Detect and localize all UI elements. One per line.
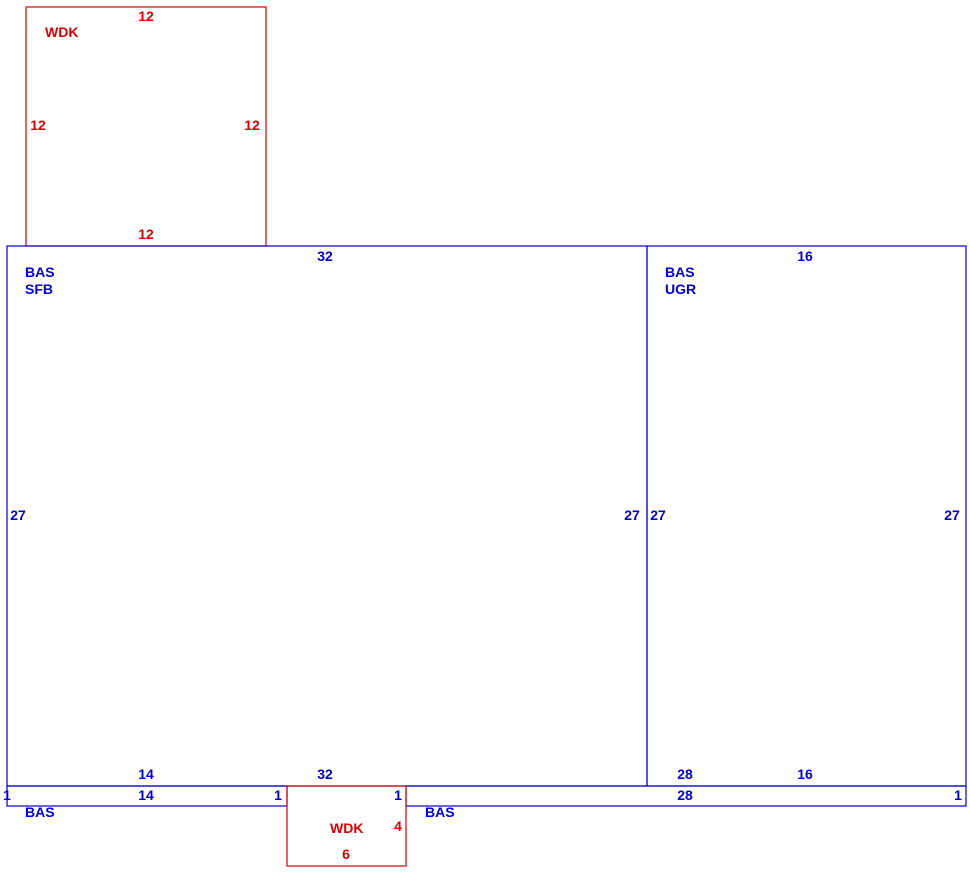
bas-strip-right-dim-left: 1 — [394, 787, 402, 803]
bas-sfb-area: BAS SFB 32 27 27 14 32 — [6, 245, 648, 787]
wdk-top-dim-right: 12 — [244, 117, 260, 133]
wdk-top-area: WDK 12 12 12 12 — [25, 6, 267, 247]
bas-ugr-outline — [646, 245, 967, 787]
bas-ugr-dim-bottom-a: 28 — [677, 766, 693, 782]
bas-ugr-dim-right: 27 — [944, 507, 960, 523]
bas-strip-right-dim-top: 28 — [677, 787, 693, 803]
wdk-top-dim-top: 12 — [138, 8, 154, 24]
bas-ugr-dim-top: 16 — [797, 248, 813, 264]
bas-strip-left-dim-left: 1 — [3, 787, 11, 803]
bas-strip-left-dim-right: 1 — [274, 787, 282, 803]
bas-strip-left-area: BAS 1 14 1 — [3, 785, 288, 820]
bas-sfb-sub: SFB — [25, 281, 53, 297]
bas-strip-left-code: BAS — [25, 804, 55, 820]
bas-ugr-sub: UGR — [665, 281, 696, 297]
bas-strip-right-dim-right: 1 — [954, 787, 962, 803]
bas-strip-left-dim-top: 14 — [138, 787, 154, 803]
bas-ugr-code: BAS — [665, 264, 695, 280]
wdk-top-outline — [25, 6, 267, 247]
wdk-top-dim-bottom: 12 — [138, 226, 154, 242]
wdk-bottom-area: WDK 4 6 — [286, 785, 407, 867]
bas-ugr-dim-left: 27 — [650, 507, 666, 523]
bas-sfb-dim-right: 27 — [624, 507, 640, 523]
wdk-bottom-dim-right: 4 — [394, 818, 402, 834]
wdk-bottom-dim-bottom: 6 — [342, 846, 350, 862]
bas-ugr-area: BAS UGR 16 27 27 28 16 — [646, 245, 967, 787]
bas-ugr-dim-bottom-b: 16 — [797, 766, 813, 782]
bas-sfb-dim-bottom-b: 32 — [317, 766, 333, 782]
bas-sfb-outline — [6, 245, 648, 787]
wdk-bottom-code: WDK — [330, 820, 363, 836]
wdk-bottom-outline — [286, 785, 407, 867]
wdk-top-dim-left: 12 — [30, 117, 46, 133]
bas-strip-right-area: BAS 1 28 1 — [394, 785, 967, 820]
bas-strip-right-code: BAS — [425, 804, 455, 820]
bas-sfb-dim-left: 27 — [10, 507, 26, 523]
bas-sfb-dim-top: 32 — [317, 248, 333, 264]
wdk-top-code: WDK — [45, 24, 78, 40]
bas-sfb-code: BAS — [25, 264, 55, 280]
bas-sfb-dim-bottom-a: 14 — [138, 766, 154, 782]
